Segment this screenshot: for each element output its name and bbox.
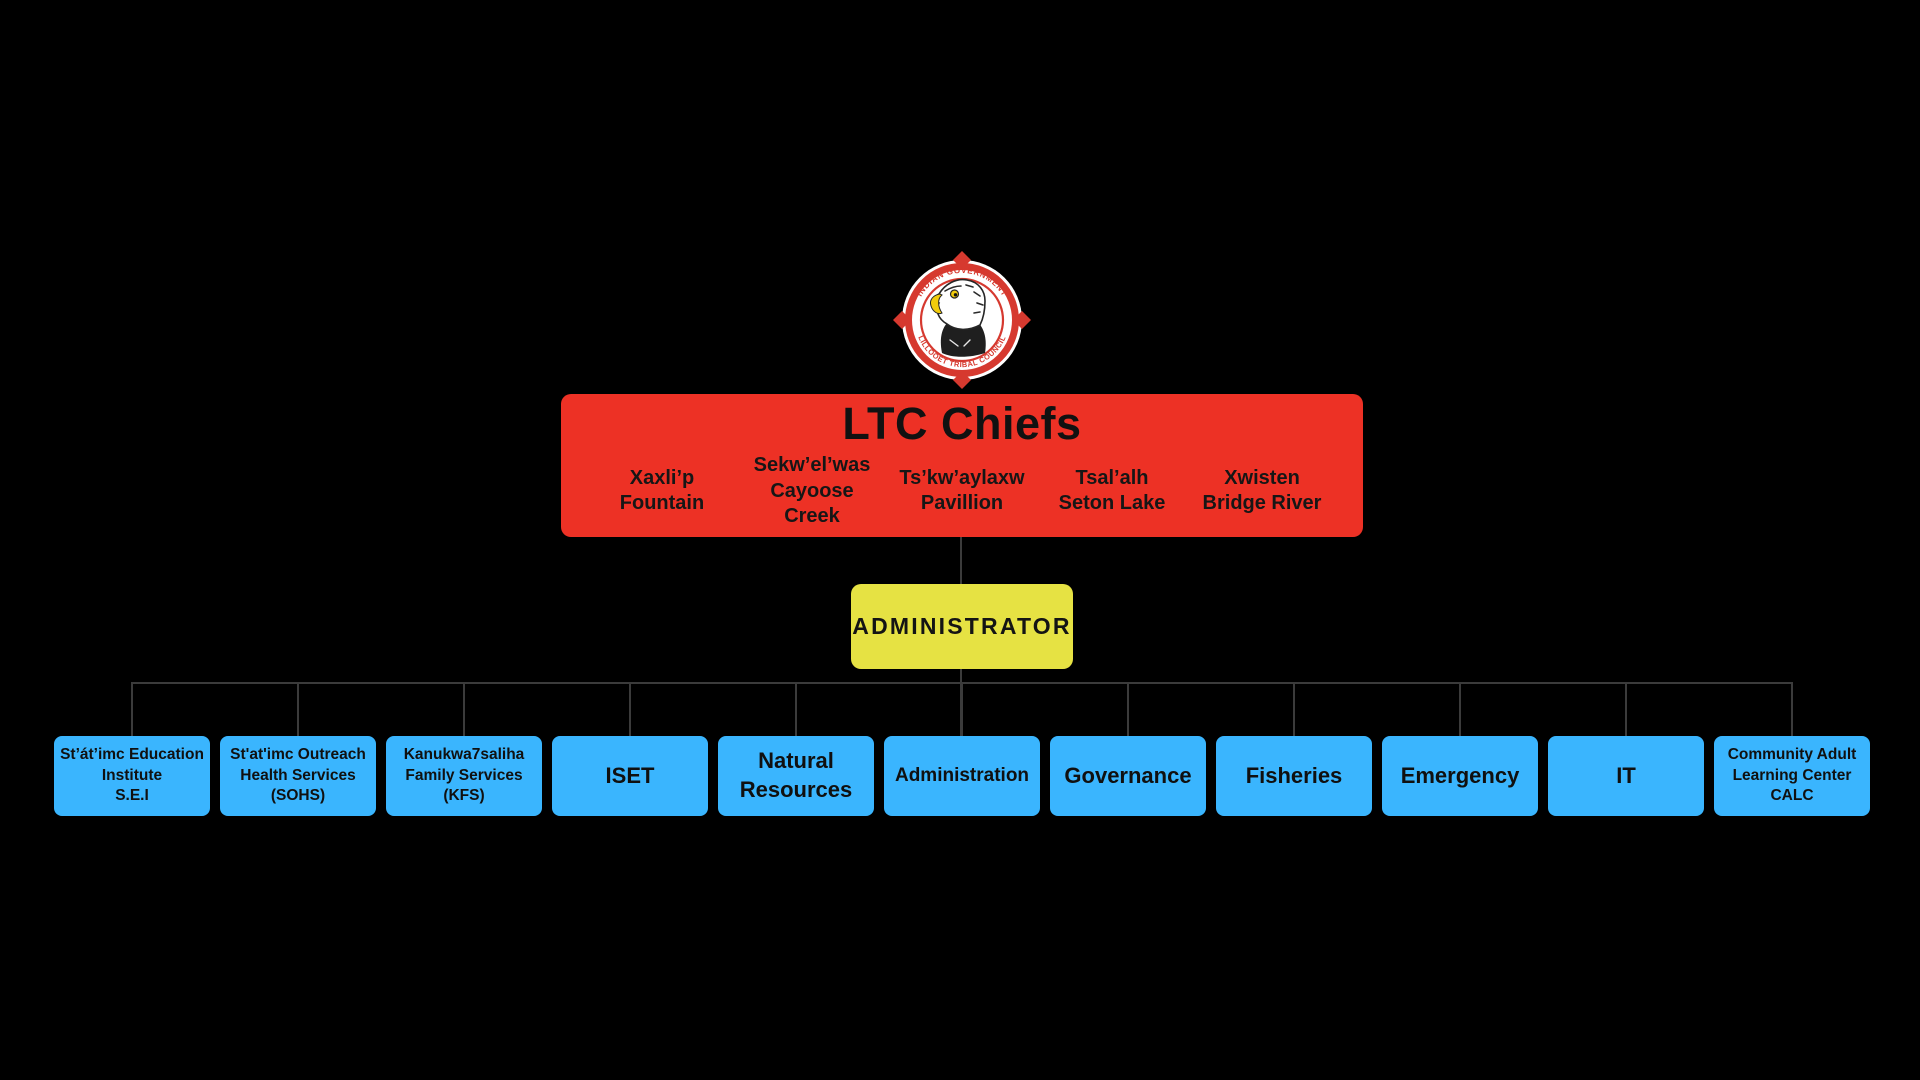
dept-emergency: Emergency [1382, 683, 1538, 816]
dept-it: IT [1548, 683, 1704, 816]
dept-administration: Administration [884, 683, 1040, 816]
eagle-head-icon [930, 278, 986, 357]
chief-xwisten-bridge-river: Xwisten Bridge River [1202, 467, 1322, 515]
administrator-label: ADMINISTRATOR [852, 613, 1072, 639]
dept-kanukwa7saliha-family-services: Kanukwa7saliha Family Services (KFS) [386, 683, 542, 816]
logo-badge: INDIAN GOVERNMENT LILLOOET TRIBAL COUNCI… [893, 251, 1031, 389]
departments-row: St’át’imc Education Institute S.E.I St'a… [54, 683, 1870, 816]
logo-red-ring [905, 263, 1019, 377]
chief-xaxlip-fountain: Xaxli’p Fountain [619, 467, 705, 515]
chief-tsalalh-seton-lake: Tsal’alh Seton Lake [1058, 467, 1166, 515]
dept-fisheries: Fisheries [1216, 683, 1372, 816]
chief-sekwelwas-cayoose-creek: Sekw’el’was Cayoose Creek [753, 454, 871, 527]
chief-tskwaylaxw-pavillion: Ts’kw’aylaxw Pavillion [899, 467, 1025, 515]
dept-statimc-education-institute: St’át’imc Education Institute S.E.I [54, 683, 210, 816]
dept-community-adult-learning-center: Community Adult Learning Center CALC [1714, 683, 1870, 816]
dept-iset: ISET [552, 683, 708, 816]
dept-statimc-outreach-health-services: St'at'imc Outreach Health Services (SOHS… [220, 683, 376, 816]
ltc-logo: INDIAN GOVERNMENT LILLOOET TRIBAL COUNCI… [893, 251, 1031, 389]
ltc-chiefs-box: LTC Chiefs Xaxli’p Fountain Sekw’el’was … [561, 394, 1363, 537]
ltc-chiefs-title: LTC Chiefs [842, 398, 1082, 449]
connector-chiefs-to-administrator [960, 537, 962, 584]
administrator-box: ADMINISTRATOR [851, 584, 1073, 669]
dept-natural-resources: Natural Resources [718, 683, 874, 816]
chiefs-communities: Xaxli’p Fountain Sekw’el’was Cayoose Cre… [561, 445, 1363, 537]
dept-governance: Governance [1050, 683, 1206, 816]
